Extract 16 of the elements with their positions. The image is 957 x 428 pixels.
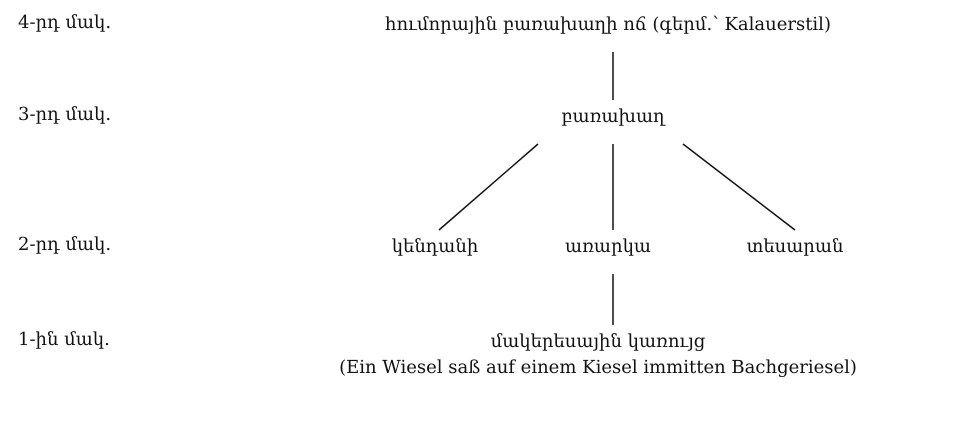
tree-branch-line [612, 144, 614, 230]
node-label: առարկա [565, 235, 651, 259]
tree-branch-line [612, 274, 614, 325]
node-label: կենդանի [392, 235, 478, 259]
level-label: 3-րդ մակ. [18, 104, 112, 125]
node-label: բառախաղ [561, 105, 665, 129]
example-sentence: (Ein Wiesel saß auf einem Kiesel immitten Bachgeriesel) [339, 356, 857, 380]
node-label: մակերեսային կառույց [490, 330, 706, 354]
level-label: 4-րդ մակ. [18, 12, 112, 33]
tree-branch-line [438, 143, 538, 231]
tree-branch-line [682, 143, 796, 231]
node-label: հումորային բառախաղի ոճ (գերմ.՝ Kalauerstil) [385, 13, 831, 37]
level-label: 1-ին մակ. [18, 329, 110, 350]
node-label: տեսարան [746, 235, 844, 259]
tree-branch-line [612, 52, 614, 100]
level-label: 2-րդ մակ. [18, 234, 112, 255]
